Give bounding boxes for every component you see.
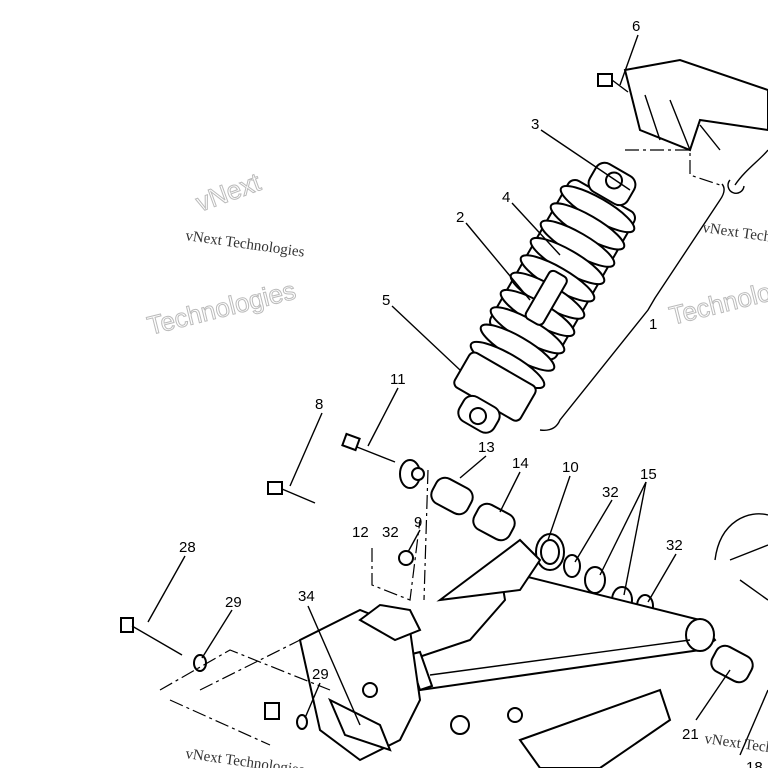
watermark-outline: Technologies [144,275,299,341]
bolt-11 [341,432,396,463]
watermark-outline: vNext [192,166,265,217]
callout-14: 14 [512,455,529,472]
assembly-dashline [625,149,721,186]
callout-5: 5 [382,292,390,309]
shock-absorber [453,161,637,434]
callout-13: 13 [478,439,495,456]
callout-12: 12 [352,524,369,541]
watermark-text: vNext Technologies [701,220,768,253]
callout-10: 10 [562,459,579,476]
callout-29: 29 [312,666,329,683]
callout-32: 32 [666,537,683,554]
frame-bracket [298,603,422,762]
callout-8: 8 [315,396,323,413]
watermark-outline: Technologies [666,265,768,331]
watermark-text: vNext Technologies [184,746,305,768]
callout-3: 3 [531,116,539,133]
callout-18: 18 [746,759,763,768]
callout-34: 34 [298,588,315,605]
leader-lines [147,34,768,756]
callout-29: 29 [225,594,242,611]
bolt-lower [264,702,280,720]
washer-29-lower [296,714,308,730]
watermark-text: vNext Technologies [184,228,305,261]
bolt-6 [597,73,629,93]
washer-12 [399,459,425,489]
bushing-21 [710,644,754,684]
callout-11: 11 [390,371,406,388]
assembly-bracket-1 [539,183,725,431]
callout-2: 2 [456,209,464,226]
washer-29 [193,654,207,672]
assembly-dashline [371,469,429,601]
bushing-14 [472,502,516,542]
bushing-13 [430,476,474,516]
wheel-hub [714,513,768,601]
bolt-8 [267,481,316,504]
callout-6: 6 [632,18,640,35]
bolt-28 [120,617,183,656]
callout-1: 1 [649,316,657,333]
nut-lower [450,707,523,735]
bushing-10 [535,533,565,571]
nut-9 [398,550,414,566]
callout-28: 28 [179,539,196,556]
callout-32: 32 [382,524,399,541]
callout-15: 15 [640,466,657,483]
callout-9: 9 [414,514,422,531]
upper-mount-bracket [623,58,768,194]
callout-4: 4 [502,189,510,206]
skid-plate [518,688,672,768]
callout-21: 21 [682,726,699,743]
assembly-dashline [159,639,331,746]
callout-32: 32 [602,484,619,501]
